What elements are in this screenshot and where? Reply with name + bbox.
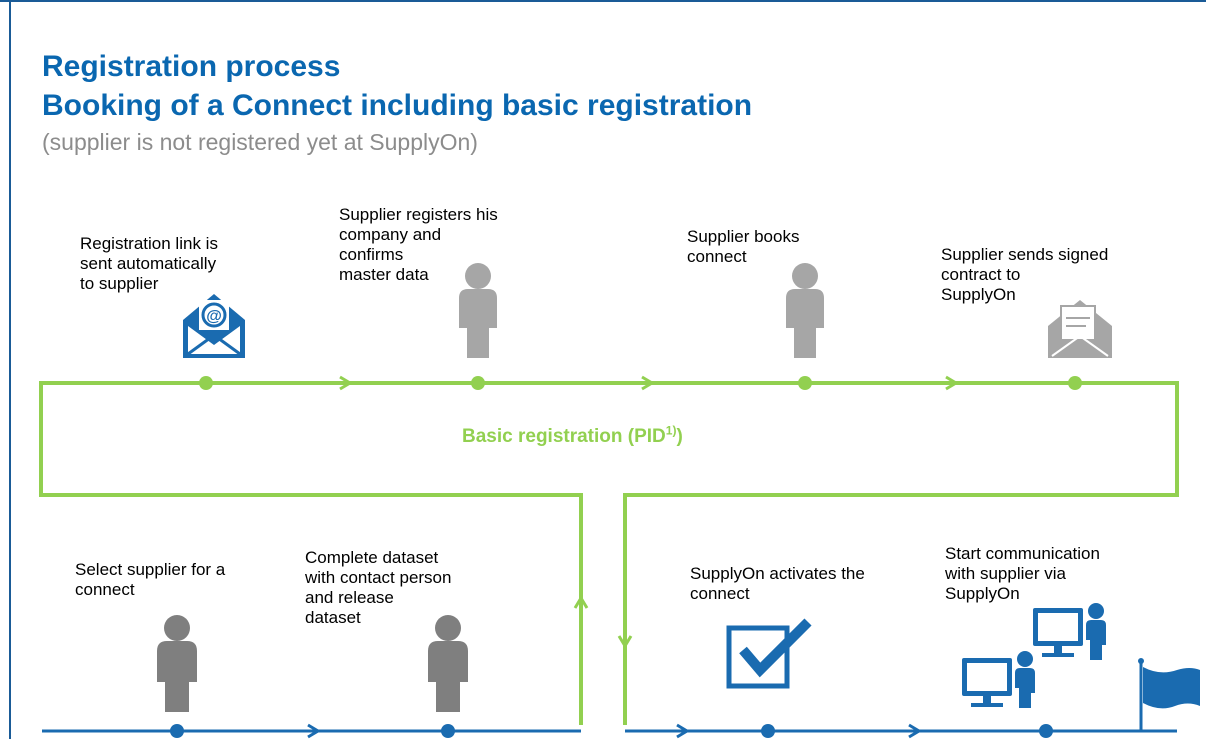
flag-icon <box>1138 658 1200 731</box>
basic-registration-label: Basic registration (PID1)) <box>462 423 683 448</box>
step-text: SupplyOn activates the connect <box>690 564 865 603</box>
milestone-dot <box>761 724 775 738</box>
page-subtitle: (supplier is not registered yet at Suppl… <box>42 129 478 155</box>
arrow-right-icon <box>307 723 321 739</box>
person-icon <box>459 263 497 358</box>
blue-arrow-heads <box>307 723 922 739</box>
step-text: Supplier sends signed contract to Supply… <box>941 245 1109 304</box>
milestone-dot <box>798 376 812 390</box>
computer-users-icon <box>962 603 1106 708</box>
arrow-right-icon <box>339 375 353 391</box>
step-text: Supplier books connect <box>687 227 800 266</box>
footnote-marker: 1) <box>665 423 677 438</box>
arrow-right-icon <box>908 723 922 739</box>
frame-top-border <box>0 0 1206 2</box>
step-text: Select supplier for a connect <box>75 560 226 599</box>
arrow-down-icon <box>617 635 633 649</box>
step-text: Supplier registers his company and confi… <box>339 205 498 284</box>
person-icon <box>786 263 824 358</box>
arrow-right-icon <box>945 375 959 391</box>
milestone-dot <box>471 376 485 390</box>
step-text: Start communication with supplier via Su… <box>945 544 1100 603</box>
basic-registration-text: Basic registration (PID <box>462 426 666 447</box>
person-icon <box>157 615 197 712</box>
blue-milestones <box>170 724 1053 738</box>
green-arrow-heads <box>339 375 959 649</box>
arrow-right-icon <box>641 375 655 391</box>
page-title-line-2: Booking of a Connect including basic reg… <box>42 89 753 122</box>
arrow-up-icon <box>573 595 589 609</box>
green-milestones <box>199 376 1082 390</box>
green-flow-loop <box>39 381 1179 725</box>
page-title: Registration process <box>42 50 341 83</box>
person-icon <box>428 615 468 712</box>
step-text: Registration link is sent automatically … <box>80 234 218 293</box>
milestone-dot <box>199 376 213 390</box>
checkbox-icon <box>726 618 812 689</box>
label-close-paren: ) <box>676 426 683 447</box>
frame-left-border <box>9 0 11 739</box>
milestone-dot <box>1039 724 1053 738</box>
arrow-right-icon <box>676 723 690 739</box>
milestone-dot <box>170 724 184 738</box>
step-text: Complete dataset with contact person and… <box>305 548 452 627</box>
svg-text:@: @ <box>206 308 222 325</box>
milestone-dot <box>1068 376 1082 390</box>
envelope-icon <box>1048 300 1112 358</box>
milestone-dot <box>441 724 455 738</box>
email-icon: @ <box>183 294 245 358</box>
